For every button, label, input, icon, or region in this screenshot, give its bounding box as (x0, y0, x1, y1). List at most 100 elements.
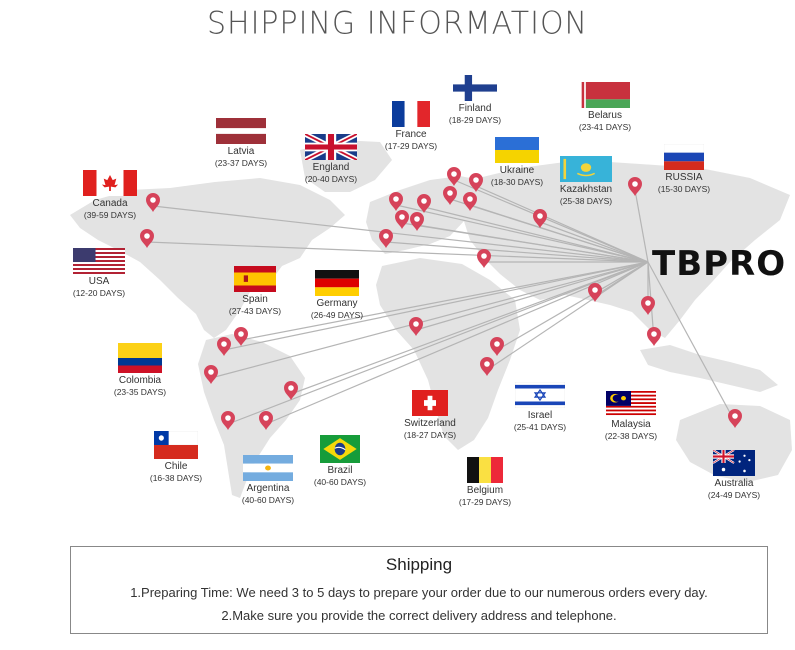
ukraine-flag-icon (495, 137, 539, 163)
canada-flag-icon (83, 170, 137, 196)
country-belarus: Belarus(23-41 DAYS) (550, 82, 660, 133)
map-pin-icon (284, 381, 298, 400)
map-pin-icon (410, 212, 424, 231)
map-pin-icon (417, 194, 431, 213)
map-pin-icon (641, 296, 655, 315)
delivery-days: (20-40 DAYS) (304, 174, 358, 184)
map-pin-icon (628, 177, 642, 196)
map-pin-icon (221, 411, 235, 430)
route-line (539, 221, 649, 263)
country-canada: Canada(39-59 DAYS) (55, 170, 165, 221)
country-name: Israel (527, 410, 553, 421)
map-pin-icon (463, 192, 477, 211)
map-pin-icon (204, 365, 218, 384)
delivery-days: (26-49 DAYS) (310, 310, 364, 320)
route-line (423, 206, 649, 263)
spain-flag-icon (234, 266, 276, 292)
country-name: Switzerland (404, 418, 456, 429)
route-line (634, 189, 649, 263)
country-chile: Chile(16-38 DAYS) (121, 431, 231, 484)
france-flag-icon (392, 101, 430, 127)
landmass-australia (676, 404, 792, 482)
map-pin-icon (728, 409, 742, 428)
country-name: Malaysia (611, 419, 651, 430)
route-line (395, 204, 649, 263)
map-pin-icon (477, 249, 491, 268)
country-name: Spain (242, 294, 268, 305)
israel-flag-icon (515, 382, 565, 408)
russia-flag-icon (664, 144, 704, 170)
usa-flag-icon (73, 248, 125, 274)
route-line (486, 261, 649, 371)
map-pin-icon (480, 357, 494, 376)
country-finland: Finland(18-29 DAYS) (420, 75, 530, 126)
route-line (647, 261, 736, 423)
country-name: Ukraine (499, 165, 535, 176)
chile-flag-icon (154, 431, 198, 459)
map-pin-icon (588, 283, 602, 302)
country-name: Canada (92, 198, 128, 209)
delivery-days: (27-43 DAYS) (228, 306, 282, 316)
country-latvia: Latvia(23-37 DAYS) (186, 118, 296, 169)
country-name: Colombia (118, 375, 162, 386)
latvia-flag-icon (216, 118, 266, 144)
belarus-flag-icon (580, 82, 630, 108)
route-line (152, 205, 649, 263)
route-line (146, 241, 649, 263)
landmass-south-america (198, 334, 305, 498)
country-brazil: Brazil(40-60 DAYS) (285, 435, 395, 488)
country-name: Finland (458, 103, 492, 114)
england-flag-icon (305, 134, 357, 160)
argentina-flag-icon (243, 455, 293, 481)
route-line (496, 261, 649, 351)
country-france: France(17-29 DAYS) (356, 101, 466, 152)
delivery-days: (18-27 DAYS) (403, 430, 457, 440)
switzerland-flag-icon (412, 390, 448, 416)
map-pin-icon (389, 192, 403, 211)
route-line (385, 241, 649, 263)
delivery-days: (18-29 DAYS) (448, 115, 502, 125)
brazil-flag-icon (320, 435, 360, 463)
germany-flag-icon (315, 270, 359, 296)
country-usa: USA(12-20 DAYS) (44, 248, 154, 299)
route-line (265, 261, 649, 425)
country-name: Latvia (227, 146, 255, 157)
country-name: RUSSIA (665, 172, 703, 183)
delivery-days: (40-60 DAYS) (241, 495, 295, 505)
kazakhstan-flag-icon (560, 156, 612, 182)
shipping-notice: Shipping 1.Preparing Time: We need 3 to … (70, 546, 768, 634)
map-pin-icon (379, 229, 393, 248)
delivery-days: (17-29 DAYS) (384, 141, 438, 151)
country-kazakhstan: Kazakhstan(25-38 DAYS) (531, 156, 641, 207)
route-line (290, 261, 649, 395)
delivery-days: (18-30 DAYS) (490, 177, 544, 187)
delivery-days: (23-37 DAYS) (214, 158, 268, 168)
shipping-line-2: 2.Make sure you provide the correct deli… (221, 608, 617, 623)
country-malaysia: Malaysia(22-38 DAYS) (576, 391, 686, 442)
delivery-days: (22-38 DAYS) (604, 431, 658, 441)
country-name: Belarus (588, 110, 622, 121)
finland-flag-icon (453, 75, 497, 101)
map-pin-icon (469, 173, 483, 192)
colombia-flag-icon (118, 343, 162, 373)
route-line (223, 261, 649, 351)
route-line (416, 224, 649, 263)
map-pin-icon (443, 186, 457, 205)
country-australia: Australia(24-49 DAYS) (679, 450, 789, 501)
country-belgium: Belgium(17-29 DAYS) (430, 457, 540, 508)
country-name: USA (88, 276, 110, 287)
location-pins (140, 167, 742, 430)
country-germany: Germany(26-49 DAYS) (282, 270, 392, 321)
map-pin-icon (140, 229, 154, 248)
country-spain: Spain(27-43 DAYS) (200, 266, 310, 317)
route-line (475, 185, 649, 263)
delivery-days: (24-49 DAYS) (707, 490, 761, 500)
route-line (469, 204, 649, 263)
malaysia-flag-icon (606, 391, 656, 417)
country-name: Germany (316, 298, 358, 309)
delivery-days: (23-41 DAYS) (578, 122, 632, 132)
route-line (415, 261, 649, 331)
country-name: England (312, 162, 350, 173)
shipping-title: Shipping (385, 555, 453, 574)
